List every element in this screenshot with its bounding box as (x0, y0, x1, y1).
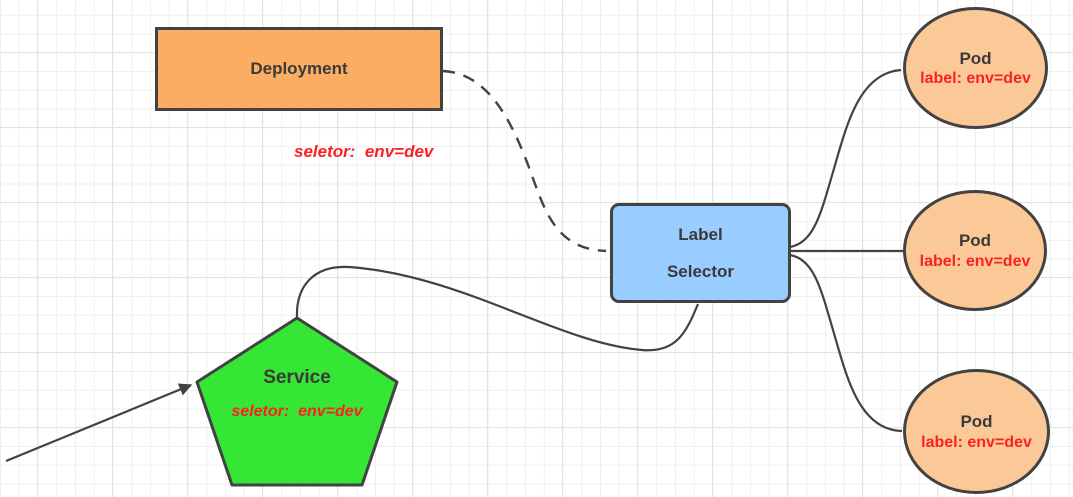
pod-node-2[interactable]: Pod label: env=dev (903, 190, 1047, 311)
pod-sublabel: label: env=dev (919, 252, 1031, 270)
label-selector-line2: Selector (666, 261, 735, 281)
service-selector-note: seletor: env=dev (231, 402, 363, 420)
pod-label: Pod (958, 231, 992, 251)
deployment-node[interactable]: Deployment (155, 27, 443, 111)
pod-node-3[interactable]: Pod label: env=dev (903, 369, 1050, 494)
edge-service-to-selector[interactable] (295, 265, 700, 352)
pod-node-1[interactable]: Pod label: env=dev (903, 7, 1048, 129)
edge-selector-to-pod-1[interactable] (789, 68, 902, 249)
service-label: Service (263, 367, 331, 388)
deployment-label: Deployment (250, 59, 348, 79)
pod-sublabel: label: env=dev (921, 433, 1032, 451)
pod-sublabel: label: env=dev (920, 70, 1031, 88)
service-shape[interactable] (195, 316, 399, 487)
service-node-labels[interactable]: Service seletor: env=dev (197, 366, 397, 421)
edge-selector-to-pod-3[interactable] (789, 253, 903, 433)
edge-deployment-to-selector[interactable] (442, 69, 607, 253)
deployment-selector-note[interactable]: seletor: env=dev (294, 142, 434, 161)
pod-label: Pod (959, 48, 992, 68)
label-selector-node[interactable]: Label Selector (610, 203, 791, 303)
label-selector-line1: Label (678, 225, 723, 245)
pod-label: Pod (960, 412, 993, 432)
arrow-into-service[interactable] (5, 383, 193, 463)
